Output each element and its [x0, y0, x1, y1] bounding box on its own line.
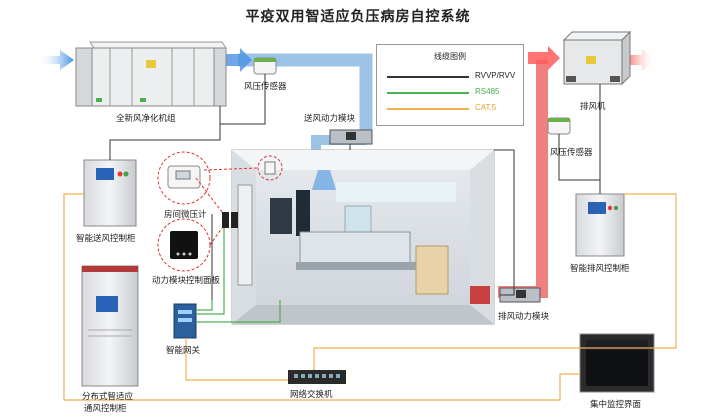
legend-label-cat5: CAT.5: [475, 103, 497, 112]
smart-gateway-device: [173, 303, 197, 339]
legend-item-cat5: CAT.5: [387, 103, 517, 115]
legend-label-rvvp: RVVP/RVV: [475, 71, 516, 80]
central-monitor-device: [579, 333, 655, 393]
legend-line-rvvp: [387, 76, 469, 78]
label-supply-module: 送风动力模块: [304, 113, 356, 123]
control-panel-device: [170, 231, 198, 259]
distributed-cabinet-device: [81, 265, 139, 387]
label-pressure-sensor-right: 风压传感器: [550, 147, 593, 157]
wall-switch-panel-2: [231, 212, 238, 228]
room-gauge-wall-callout: [257, 155, 283, 181]
label-exhaust-module: 排风动力模块: [498, 311, 550, 321]
supply-control-cabinet-device: [83, 159, 137, 227]
label-switch: 网络交换机: [290, 389, 333, 399]
legend-line-rs485: [387, 92, 469, 94]
cables-rvvp: [109, 74, 601, 300]
label-exhaust-fan: 排风机: [580, 101, 606, 111]
ward-room-image: [231, 149, 495, 325]
cable-legend: 线缆图例 RVVP/RVV RS485 CAT.5: [376, 44, 524, 126]
supply-power-module-device: [329, 129, 373, 145]
exhaust-power-module-device: [499, 287, 541, 303]
exhaust-air-inlet-arrow: [528, 46, 560, 70]
legend-label-rs485: RS485: [475, 87, 500, 96]
supply-air-duct: [238, 53, 373, 160]
legend-item-rvvp: RVVP/RVV: [387, 71, 517, 83]
label-pressure-sensor-left: 风压传感器: [244, 81, 287, 91]
supply-air-outlet-arrow: [222, 48, 252, 72]
fresh-air-handling-unit: [75, 41, 227, 107]
legend-item-rs485: RS485: [387, 87, 517, 99]
wall-switch-panel: [222, 212, 229, 228]
label-room-gauge: 房间微压计: [164, 209, 207, 219]
cables-rs485: [196, 228, 281, 323]
diagram-title: 平疫双用智适应负压病房自控系统: [245, 8, 471, 24]
label-control-panel: 动力模块控制面板: [152, 275, 221, 285]
pressure-sensor-left-device: [253, 57, 277, 75]
label-monitor: 集中监控界面: [590, 399, 642, 409]
pressure-sensor-right-device: [547, 117, 571, 135]
exhaust-fan-box: [562, 30, 632, 86]
label-distributed-cabinet-line1: 分布式智适应: [82, 391, 134, 401]
label-distributed-cabinet-line2: 通风控制柜: [84, 403, 127, 413]
legend-title: 线缆图例: [434, 52, 466, 61]
fresh-air-inlet-arrow: [38, 50, 74, 70]
network-switch-device: [288, 370, 346, 384]
label-supply-cabinet: 智能送风控制柜: [76, 233, 136, 243]
room-gauge-device: [167, 165, 201, 189]
exhaust-air-outlet-arrow: [622, 49, 656, 71]
exhaust-control-cabinet-device: [575, 193, 625, 257]
cables-cat5: [63, 193, 677, 401]
label-ahu: 全新风净化机组: [116, 113, 176, 123]
label-gateway: 智能网关: [166, 345, 201, 355]
legend-line-cat5: [387, 108, 469, 110]
label-exhaust-cabinet: 智能排风控制柜: [570, 263, 630, 273]
